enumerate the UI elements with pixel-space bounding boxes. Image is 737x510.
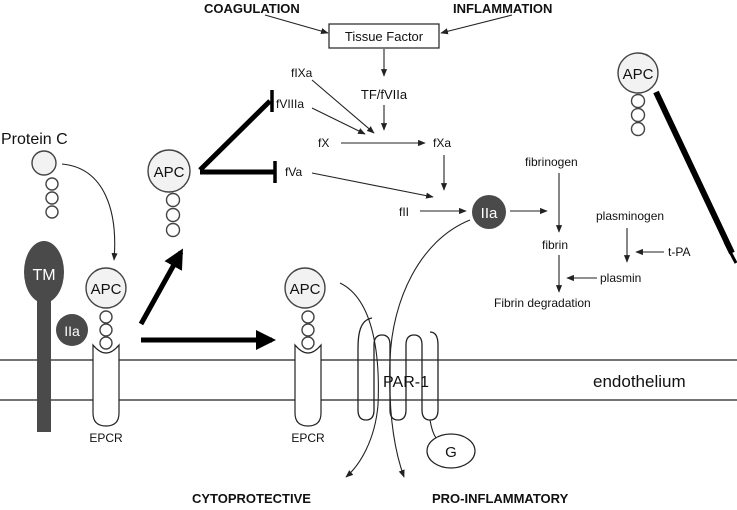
protein-c-domain-2 <box>45 191 59 205</box>
fii-label: fII <box>399 205 409 219</box>
thrombin-iia-circle <box>472 195 506 229</box>
tm-iia-label: IIa <box>64 323 80 339</box>
thrombin-iia-label: IIa <box>481 205 498 222</box>
pro-inflammatory-signal-arrow <box>389 219 471 478</box>
fibrinogen-label: fibrinogen <box>525 155 578 169</box>
fviiia-label: fVIIIa <box>276 97 304 111</box>
par1-receptor <box>357 317 439 421</box>
apc-free-circle <box>147 149 191 193</box>
pro-inflammatory-label: PRO-INFLAMMATORY <box>432 491 569 506</box>
apc-right-domain-3 <box>630 121 646 137</box>
apc-right-domain-1 <box>630 93 646 109</box>
tissue-factor-box <box>328 23 440 49</box>
tm-stalk <box>37 290 51 432</box>
apc-free-domain-2 <box>165 207 181 223</box>
inflammation-arrow <box>440 14 513 35</box>
apc-epcr-left-circle <box>85 267 127 309</box>
epcr-left-receptor <box>92 343 120 427</box>
coagulation-arrow <box>264 14 329 35</box>
apc-free-label: APC <box>154 164 185 181</box>
apc-right-domain-2 <box>630 107 646 123</box>
cytoprotective-signal-arrow <box>339 282 379 478</box>
par1-label: PAR-1 <box>383 374 429 391</box>
protein-c-circle <box>31 150 57 176</box>
protein-c-to-apc-arrow <box>61 163 118 261</box>
epcr-mid-receptor <box>294 343 322 427</box>
apc-mid-domain-1 <box>301 310 315 324</box>
apc-tpa-inhibition-line <box>653 90 735 255</box>
fixa-arrow <box>311 79 375 134</box>
endothelium-label: endothelium <box>593 372 686 391</box>
apc-left-domain-3 <box>99 336 113 350</box>
tpa-label: t-PA <box>668 245 690 259</box>
tf-fviia-label: TF/fVIIa <box>361 87 408 102</box>
epcr-left-label: EPCR <box>89 431 123 445</box>
fixa-label: fIXa <box>291 66 313 80</box>
thrombomodulin-tm <box>24 241 64 303</box>
coagulation-header: COAGULATION <box>204 1 300 16</box>
apc-epcr-mid-label: APC <box>290 281 321 298</box>
apc-left-domain-1 <box>99 310 113 324</box>
apc-fviiia-inhibition-line <box>198 99 272 172</box>
protein-c-label: Protein C <box>1 131 68 148</box>
protein-c-domain-1 <box>45 177 59 191</box>
fx-label: fX <box>318 136 329 150</box>
g-protein <box>426 433 476 469</box>
g-protein-link <box>429 419 437 439</box>
cytoprotective-label: CYTOPROTECTIVE <box>192 491 311 506</box>
epcr-mid-label: EPCR <box>291 431 325 445</box>
fibrin-label: fibrin <box>542 238 568 252</box>
fviiia-arrow <box>311 107 366 135</box>
apc-release-arrow <box>138 248 184 326</box>
apc-mid-domain-3 <box>301 336 315 350</box>
apc-epcr-left-label: APC <box>91 281 122 298</box>
apc-mid-domain-2 <box>301 323 315 337</box>
tm-iia-circle <box>56 314 88 346</box>
fxa-label: fXa <box>433 136 451 150</box>
tm-label: TM <box>32 267 55 284</box>
tissue-factor-label: Tissue Factor <box>345 29 424 44</box>
fva-arrow <box>311 172 434 199</box>
fibrin-degradation-label: Fibrin degradation <box>494 296 591 310</box>
apc-right-circle <box>617 52 659 94</box>
apc-left-domain-2 <box>99 323 113 337</box>
apc-free-domain-3 <box>165 222 181 238</box>
apc-epcr-mid-circle <box>284 267 326 309</box>
plasmin-label: plasmin <box>600 271 641 285</box>
apc-free-domain-1 <box>165 192 181 208</box>
protein-c-domain-3 <box>45 205 59 219</box>
apc-right-label: APC <box>623 66 654 83</box>
plasminogen-label: plasminogen <box>596 209 664 223</box>
inflammation-header: INFLAMMATION <box>453 1 552 16</box>
apc-tpa-inhibition-bar <box>723 241 737 264</box>
fva-label: fVa <box>285 165 302 179</box>
g-protein-label: G <box>445 444 457 461</box>
